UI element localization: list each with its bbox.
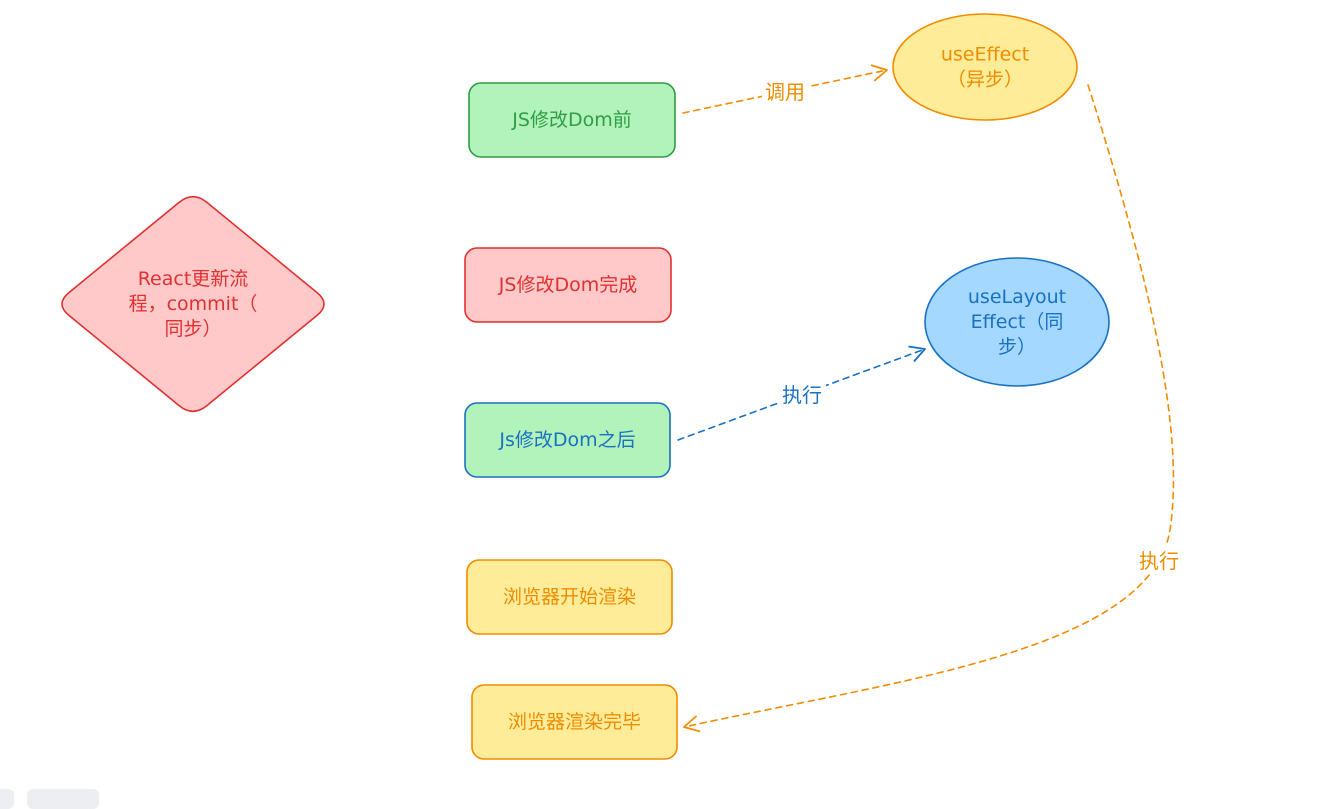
node-before[interactable]: JS修改Dom前 [468,82,676,158]
edge-call-useeffect-arrowhead-icon [870,64,888,82]
toolbar-chip-right[interactable] [27,789,99,809]
edge-call-useeffect-label-bg [762,78,808,106]
node-render-start-label-line-1: 浏览器开始渲染 [503,586,636,608]
toolbar-chip-left[interactable] [0,789,14,809]
node-before-label-line-1: JS修改Dom前 [511,109,631,131]
node-commit-shape [61,195,325,413]
edge-exec-render-end[interactable]: 执行 [683,84,1185,733]
edge-call-useeffect[interactable]: 调用 [682,64,888,114]
node-after-label-line-1: Js修改Dom之后 [498,429,635,451]
node-done-label-line-1: JS修改Dom完成 [498,274,637,296]
node-render-start[interactable]: 浏览器开始渲染 [466,559,673,635]
node-render-end-label-line-1: 浏览器渲染完毕 [508,711,641,733]
node-uselayout-label-line-1: useLayout [968,286,1066,308]
edge-exec-render-end-arrowhead-icon [683,715,701,733]
edge-exec-render-end-line [683,84,1175,728]
edge-call-useeffect-label: 调用 [765,80,805,104]
node-uselayout-label-line-3: 步） [998,336,1036,358]
node-render-start-shape [466,559,673,635]
node-commit-label-line-2: 程，commit（ [129,293,258,315]
node-uselayout-label-line-2: Effect（同 [971,311,1064,333]
node-useeffect[interactable]: useEffect （异步） [892,13,1078,121]
edge-exec-render-end-label-bg [1135,546,1185,574]
node-done[interactable]: JS修改Dom完成 [464,247,672,323]
edge-exec-render-end-label: 执行 [1139,549,1179,573]
node-after-shape [464,402,671,478]
node-render-end-shape [471,684,678,760]
node-render-end[interactable]: 浏览器渲染完毕 [471,684,678,760]
node-useeffect-shape [892,13,1078,121]
node-useeffect-label-line-1: useEffect [941,44,1029,66]
node-commit-label-line-3: 同步） [164,318,221,340]
node-uselayout-shape [924,257,1110,387]
node-done-shape [464,247,672,323]
edge-exec-uselayout-arrowhead-icon [908,345,926,362]
edge-exec-uselayout-label-bg [778,380,826,408]
node-after[interactable]: Js修改Dom之后 [464,402,671,478]
node-before-shape [468,82,676,158]
edge-exec-uselayout[interactable]: 执行 [677,345,926,441]
node-useeffect-label-line-2: （异步） [947,69,1023,91]
node-commit-label-line-1: React更新流 [138,268,249,290]
edge-exec-uselayout-label: 执行 [782,383,822,407]
